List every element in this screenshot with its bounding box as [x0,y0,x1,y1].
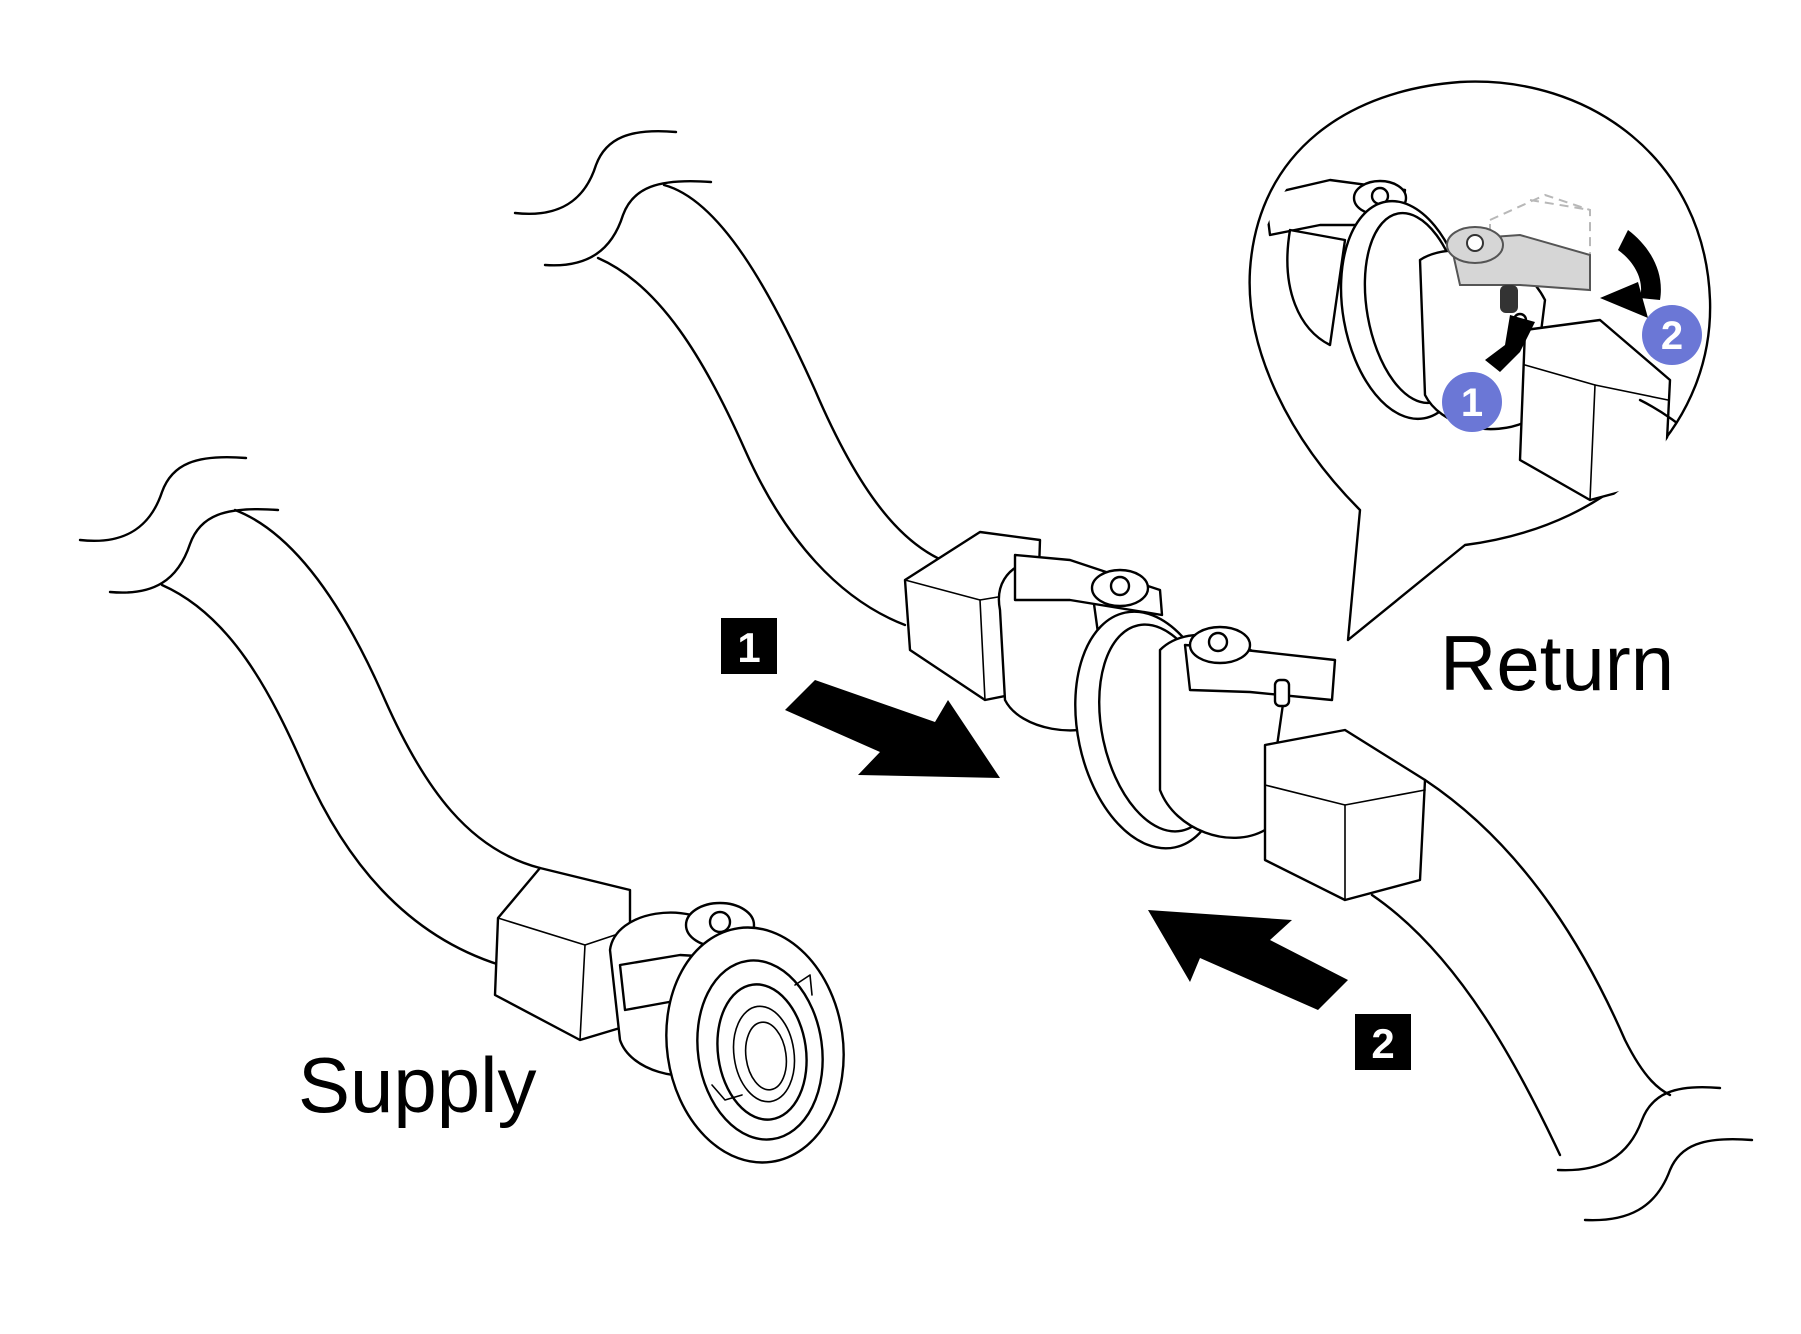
step-marker-1: 1 [721,618,777,674]
callout-1: 1 [1442,372,1502,432]
return-label: Return [1440,619,1674,707]
callout-2: 2 [1642,305,1702,365]
return-hose [513,130,1754,1222]
arrow-icon [785,680,1000,778]
push-arrow-icon [1485,315,1535,372]
arrow-icon [1148,910,1348,1010]
curved-arrow-icon [1600,230,1661,318]
supply-hose [78,456,542,967]
svg-text:1: 1 [1461,381,1483,425]
supply-label: Supply [298,1041,537,1129]
svg-text:2: 2 [1661,314,1683,358]
step-marker-2: 2 [1355,1014,1411,1070]
detail-magnifier: 1 2 [1248,80,1712,642]
svg-text:1: 1 [737,624,760,671]
svg-text:2: 2 [1371,1020,1394,1067]
return-coupling [903,530,1427,902]
supply-coupling [493,866,845,1164]
